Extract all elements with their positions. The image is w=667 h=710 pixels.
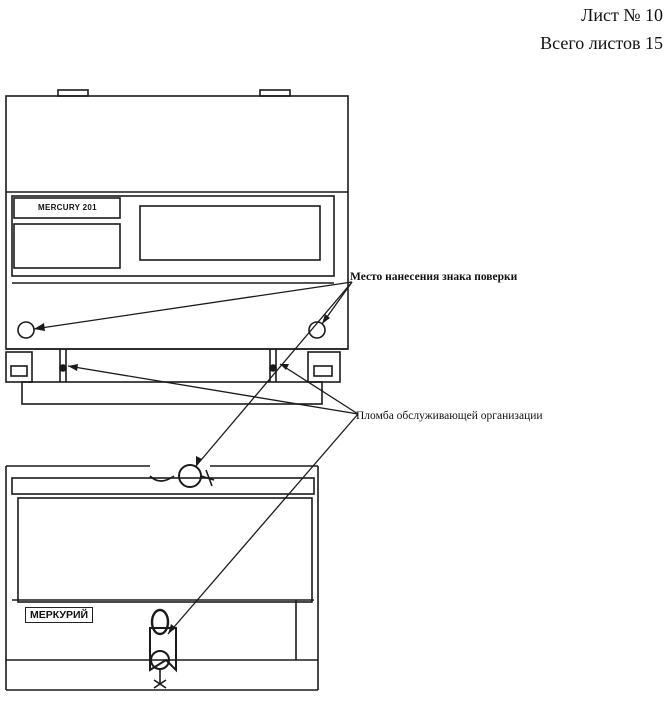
meter-top-view [5,89,349,405]
sheets-total: Всего листов 15 [540,33,663,53]
meter-body-outline [5,95,349,350]
service-seal-label: Пломба обслуживающей организации [356,410,543,422]
meter-front-view [5,464,319,691]
seal-right [269,364,277,372]
meter-brand-top: MERCURY 201 [38,203,97,212]
display-panel [11,195,335,277]
verification-mark-left [17,321,35,339]
seal-left [59,364,67,372]
meter-brand-front: МЕРКУРИЙ [25,607,94,623]
lcd-window [139,205,321,261]
seal-clamp [150,650,170,670]
verification-mark-top [178,464,202,488]
verification-mark-label: Место нанесения знака поверки [350,271,518,283]
left-window [13,223,121,269]
arrowheads [34,314,330,634]
front-window [17,497,313,603]
verification-mark-right [308,321,326,339]
brand-plate [13,197,121,219]
terminal-cover [21,381,323,405]
top-clip-right [259,89,291,97]
sheet-number: Лист № 10 [581,5,663,25]
leader-lines [33,281,359,635]
top-clip-left [57,89,89,97]
seal-wire-loop [150,608,170,636]
